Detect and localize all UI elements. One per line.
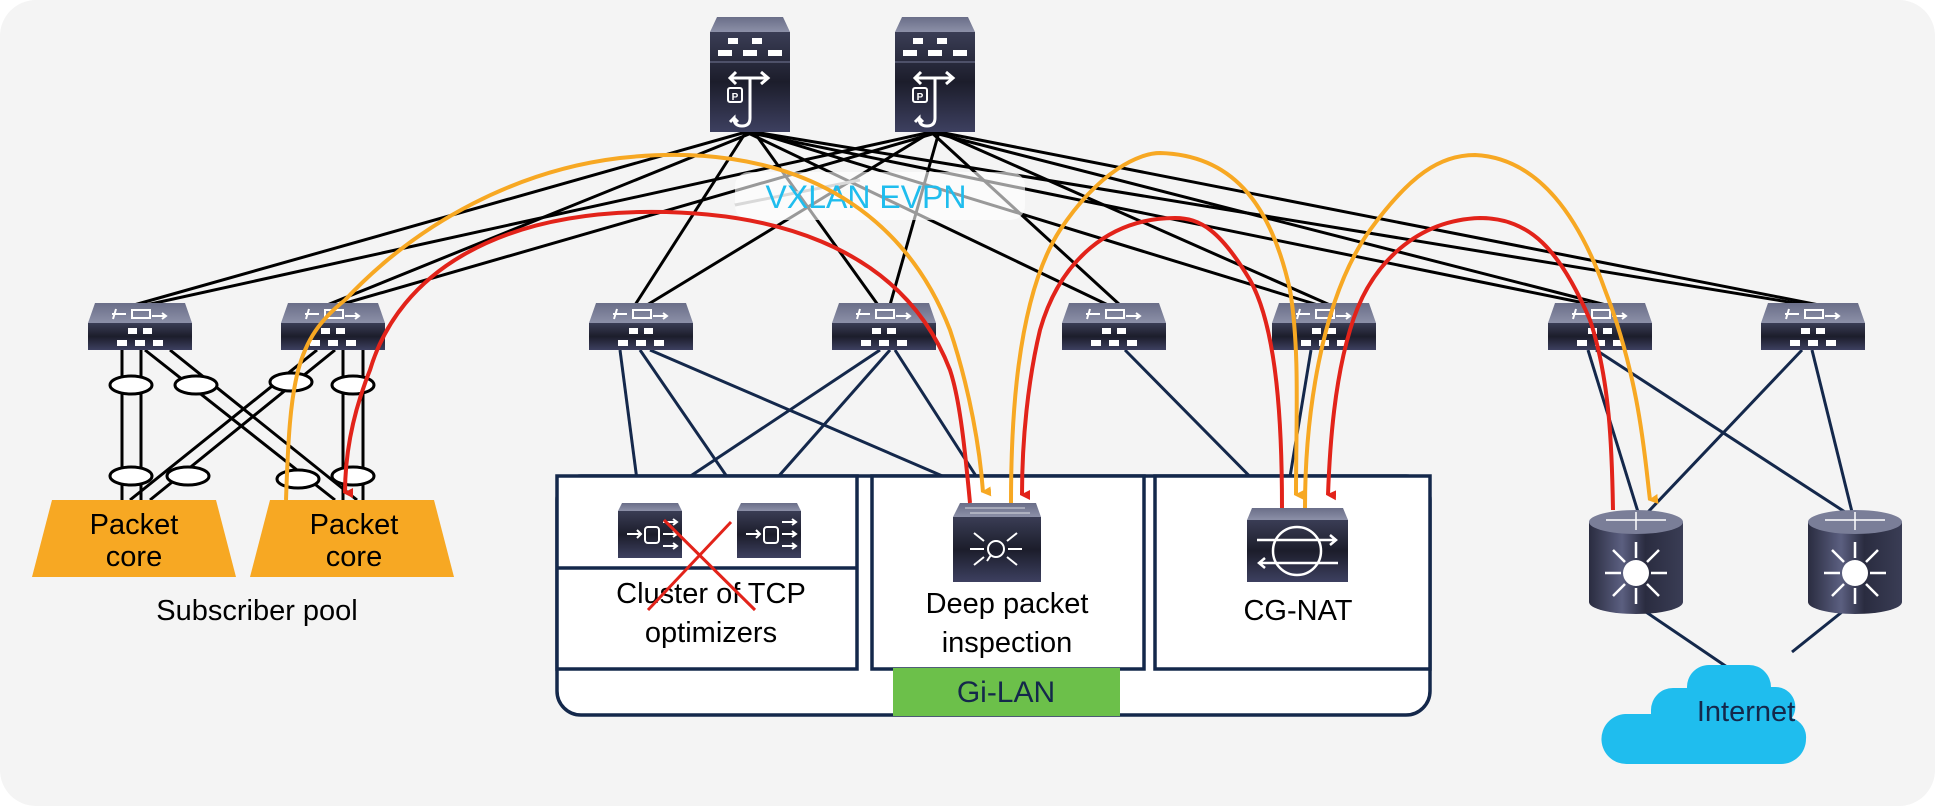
leaf-switch[interactable] <box>832 303 936 350</box>
leaf-switch[interactable] <box>1062 303 1166 350</box>
overlay-label-background <box>735 172 1025 220</box>
fabric-icon <box>310 328 356 346</box>
overlay-label-group: VXLAN EVPN <box>735 172 1025 220</box>
bypassed-x-icon <box>646 518 757 612</box>
leaf-route-icon <box>1086 308 1142 320</box>
fabric-link <box>930 130 1607 307</box>
packet-core-label: core <box>106 541 162 573</box>
dpi-icon[interactable] <box>953 503 1041 582</box>
fabric-icon <box>1790 328 1836 346</box>
svg-text:P: P <box>732 92 739 103</box>
flow-red-router-to-nat <box>1326 215 1615 511</box>
router-icon <box>1842 560 1868 586</box>
fabric-link <box>753 130 1319 307</box>
packet-core[interactable]: Packet core <box>32 500 236 577</box>
internet-label: Internet <box>1697 696 1795 728</box>
fabric-link <box>338 130 940 307</box>
gi-lan-badge <box>893 668 1120 716</box>
tcp-optimizer-label: optimizers <box>645 617 777 649</box>
subscriber-pool: Packet core Packet core Subscriber pool <box>32 500 454 627</box>
access-link <box>649 348 976 492</box>
fabric-link <box>633 131 748 306</box>
flow-orange-dpi-to-nat <box>1009 150 1305 504</box>
overlay-label: VXLAN EVPN <box>766 179 967 215</box>
leaf-switches <box>88 303 1865 350</box>
tcp-optimizer-icon[interactable] <box>737 503 801 558</box>
leaf-switch[interactable] <box>589 303 693 350</box>
fabric-icon <box>861 328 907 346</box>
leaf-route-icon <box>1296 308 1352 320</box>
flow-red-nat-to-dpi <box>1020 215 1284 509</box>
fabric-link <box>929 130 1122 307</box>
spine-switch[interactable]: P <box>895 17 975 132</box>
fabric-icon <box>903 38 967 56</box>
tcp-optimizer-label: Cluster of TCP <box>616 578 806 610</box>
dpi-label: Deep packet <box>926 588 1089 620</box>
cg-nat-label: CG-NAT <box>1243 595 1352 627</box>
fabric-link <box>145 130 932 307</box>
tcp-optimizer-icon[interactable] <box>618 503 682 558</box>
access-link <box>1646 348 1804 514</box>
access-link <box>1791 610 1843 654</box>
edge-routers <box>1589 510 1902 614</box>
access-link <box>1810 349 1854 513</box>
flow-orange-nat-to-router <box>1303 152 1659 509</box>
leaf-route-icon <box>856 308 912 320</box>
leaf-route-icon <box>613 308 669 320</box>
leaf-switch[interactable] <box>1548 303 1652 350</box>
leaf-switch[interactable] <box>88 303 192 350</box>
fabric-link <box>133 130 747 307</box>
nat-icon[interactable] <box>1247 508 1348 582</box>
fabric-icon <box>117 328 163 346</box>
access-link <box>1586 349 1640 513</box>
gi-lan-label: Gi-LAN <box>957 676 1055 709</box>
router-icon <box>1623 560 1649 586</box>
access-link <box>893 349 987 491</box>
leaf-route-icon <box>1785 308 1841 320</box>
packet-core-label: Packet <box>90 509 179 541</box>
fabric-link <box>938 130 1331 307</box>
tcp-optimizer-box[interactable] <box>555 474 859 671</box>
traffic-flows <box>284 150 1659 511</box>
packet-core[interactable]: Packet core <box>250 500 454 577</box>
fabric-icon <box>718 38 782 56</box>
dpi-label: inspection <box>942 627 1073 659</box>
internet-cloud[interactable]: Internet <box>1601 665 1807 765</box>
edge-router[interactable] <box>1808 510 1902 614</box>
leaf-route-icon <box>305 308 361 320</box>
leaf-route-icon <box>112 308 168 320</box>
route-icon: P <box>727 70 771 128</box>
packet-core-label: Packet <box>310 509 399 541</box>
leaf-switch[interactable] <box>1761 303 1865 350</box>
port-channel-links <box>108 348 376 502</box>
gi-lan: Gi-LAN Cluster of TCP optimizers Deep pa… <box>555 474 1432 717</box>
route-icon: P <box>912 70 956 128</box>
spine-switch[interactable]: P <box>710 17 790 132</box>
edge-router[interactable] <box>1589 510 1683 614</box>
svg-text:P: P <box>917 92 924 103</box>
access-link <box>1595 348 1846 514</box>
leaf-switch[interactable] <box>281 303 385 350</box>
subscriber-pool-label: Subscriber pool <box>156 595 358 627</box>
flow-red-to-packet-core <box>343 209 972 504</box>
access-link <box>1645 610 1728 669</box>
leaf-route-icon <box>1572 308 1628 320</box>
fabric-icon <box>618 328 664 346</box>
flow-orange-to-dpi <box>284 152 992 501</box>
packet-core-label: core <box>326 541 382 573</box>
fabric-icon <box>1091 328 1137 346</box>
